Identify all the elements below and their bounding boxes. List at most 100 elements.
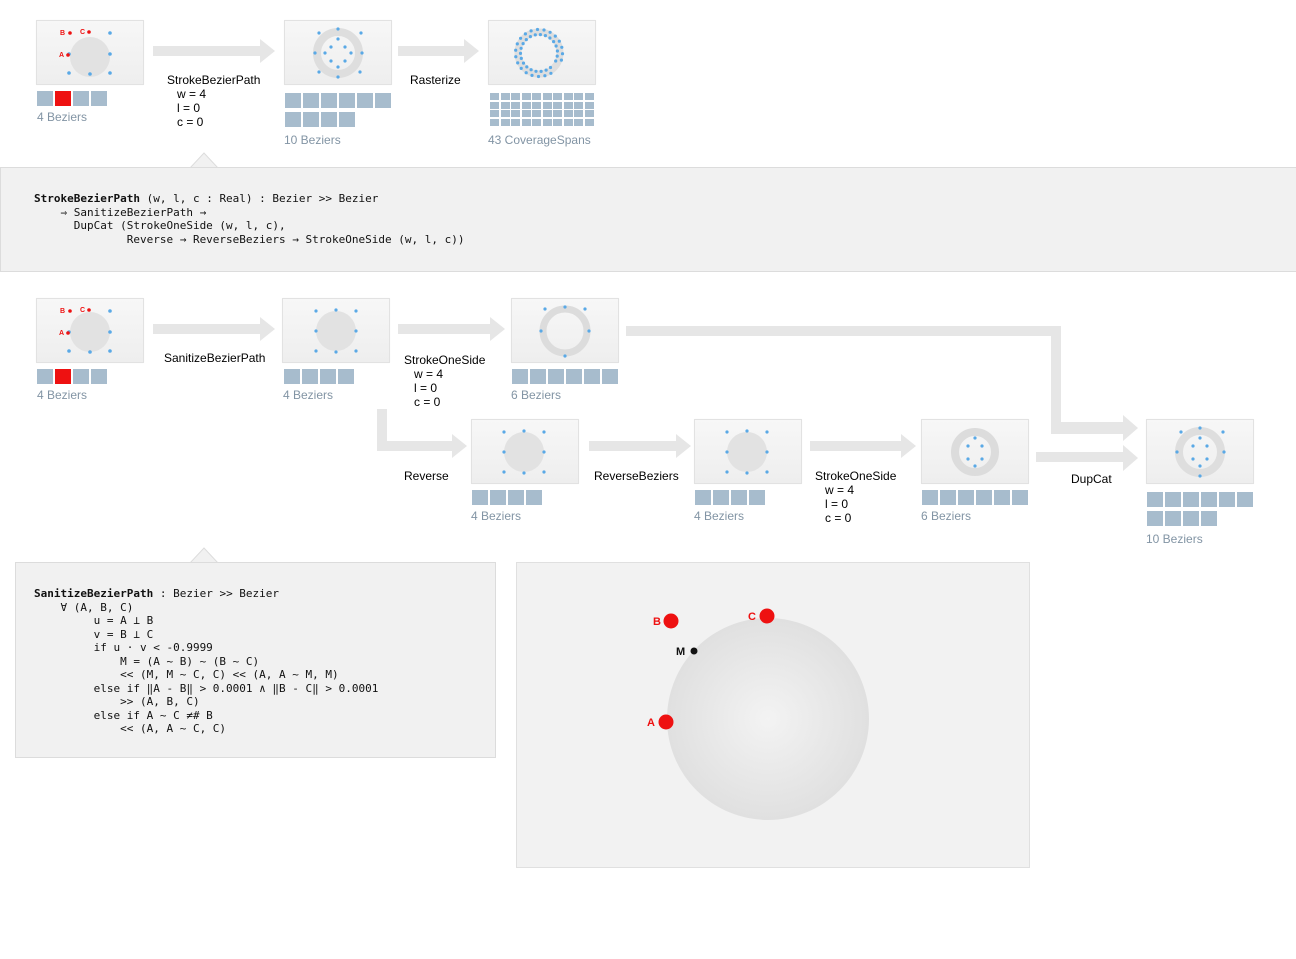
coverage-span-cell (584, 110, 594, 117)
coverage-span-cell (532, 93, 541, 100)
coverage-span-cell (511, 93, 520, 100)
coverage-sample-dot (560, 52, 565, 56)
stroke-code-panel: StrokeBezierPath (w, l, c : Real) : Bezi… (0, 167, 1296, 272)
callout-pointer (190, 152, 218, 168)
svg-text:A: A (59, 52, 64, 59)
coverage-span-cell (490, 110, 499, 117)
coverage-sample-dot (560, 45, 564, 49)
op-sanitize: SanitizeBezierPath (164, 351, 266, 365)
side1-preview (539, 305, 591, 358)
code-line: << (M, M ~ C, C) << (A, A ~ M, M) (34, 668, 339, 681)
coverage-span-cell (584, 93, 594, 100)
coverage-span-cell (553, 118, 562, 126)
param-c: c = 0 (177, 115, 204, 129)
coverage-sample-dot (549, 71, 553, 75)
sanitized-thumbnail (282, 298, 390, 363)
side2-thumbnail (921, 419, 1029, 484)
raster-preview (514, 27, 565, 79)
coverage-span-cell (511, 118, 520, 126)
arrow-sanitize (153, 317, 275, 341)
op-dupcat: DupCat (1071, 472, 1112, 486)
coverage-span-cell (500, 110, 510, 117)
arrow-branch-reverse (377, 409, 467, 458)
param-l: l = 0 (177, 101, 201, 115)
code-line: else if A ~ C ≠# B (34, 708, 213, 722)
coverage-sample-dot (534, 69, 538, 73)
coverage-span-cell (521, 101, 531, 109)
callout-pointer (190, 547, 218, 563)
code-line: << (A, A ~ C, C) (34, 722, 227, 735)
arrow-stroke-one-side-2 (810, 434, 916, 458)
point-a (658, 714, 674, 730)
arrow-reverse-beziers (589, 434, 691, 458)
coverage-sample-dot (524, 71, 528, 75)
reversed-thumbnail (471, 419, 579, 484)
coverage-sample-dot (519, 66, 523, 70)
label-m: M (676, 646, 685, 658)
code-line: ∀ (A, B, C) (34, 600, 134, 614)
input-count: 4 Beziers (37, 110, 88, 124)
coverage-span-cell (511, 101, 520, 109)
coverage-span-cell (521, 110, 531, 117)
side1-thumbnail (511, 298, 619, 363)
point-b (663, 613, 679, 629)
label-b: B (653, 616, 661, 628)
coverage-span-cell (563, 101, 573, 109)
op-name: StrokeBezierPath (167, 73, 261, 87)
coverage-span-cell (542, 93, 552, 100)
sanitize-illustration-canvas: B C A M (647, 608, 869, 820)
coverage-sample-dot (533, 33, 537, 37)
coverage-sample-dot (542, 28, 546, 32)
op-name: StrokeOneSide (815, 469, 897, 483)
coverage-span-cell (574, 118, 583, 126)
coverage-span-cell (584, 101, 594, 109)
coverage-span-cell (553, 101, 562, 109)
op-name: StrokeOneSide (404, 353, 486, 367)
sanitized-count: 4 Beziers (283, 388, 334, 402)
svg-text:C: C (80, 29, 85, 36)
code-line: >> (A, B, C) (34, 695, 200, 708)
coverage-span-cell (500, 118, 510, 126)
coverage-sample-dot (514, 55, 518, 59)
coverage-span-cell (532, 110, 541, 117)
coverage-span-cell (553, 93, 562, 100)
coverage-sample-dot (523, 32, 527, 36)
code-function-name: StrokeBezierPath (34, 192, 140, 205)
arrow-stroke (153, 39, 275, 63)
coverage-span-cell (532, 118, 541, 126)
coverage-sample-dot (539, 69, 543, 73)
detail-input-count: 4 Beziers (37, 388, 88, 402)
coverage-sample-dot (536, 74, 541, 79)
param-l: l = 0 (825, 497, 849, 511)
stroked-count: 10 Beziers (284, 133, 341, 147)
detail-input-preview: B C A (59, 307, 112, 354)
point-m (690, 647, 698, 655)
coverage-sample-dot (554, 44, 558, 48)
arrow-stroke-one-side (398, 317, 505, 341)
coverage-span-cell (563, 118, 573, 126)
coverage-sample-dot (559, 58, 563, 62)
code-line: ⇒ SanitizeBezierPath → (34, 205, 207, 219)
detail-input-thumbnail: B C A (36, 298, 144, 363)
point-c (759, 608, 775, 624)
coverage-sample-dot (554, 59, 558, 63)
coverage-span-cell (574, 101, 583, 109)
code-function-name: SanitizeBezierPath (34, 587, 154, 600)
code-line: v = B ⊥ C (34, 627, 154, 641)
input-path-thumbnail: B C A (36, 20, 144, 85)
coverage-sample-dot (516, 61, 520, 65)
dupcat-output-thumbnail (1146, 419, 1254, 484)
coverage-sample-dot (543, 74, 547, 78)
code-line: Reverse → ReverseBeziers → StrokeOneSide… (34, 232, 465, 246)
code-signature: : Bezier >> Bezier (153, 587, 280, 600)
coverage-sample-dot (514, 48, 518, 52)
op-rasterize: Rasterize (410, 73, 461, 87)
coverage-sample-dot (524, 38, 528, 42)
reverse-beziers-thumbnail (694, 419, 802, 484)
coverage-sample-dot (555, 49, 559, 53)
coverage-sample-dot (552, 40, 556, 44)
coverage-span-cell (563, 110, 573, 117)
coverage-span-cell (532, 101, 541, 109)
op-stroke-one-side: StrokeOneSide w = 4 l = 0 c = 0 (404, 353, 485, 409)
